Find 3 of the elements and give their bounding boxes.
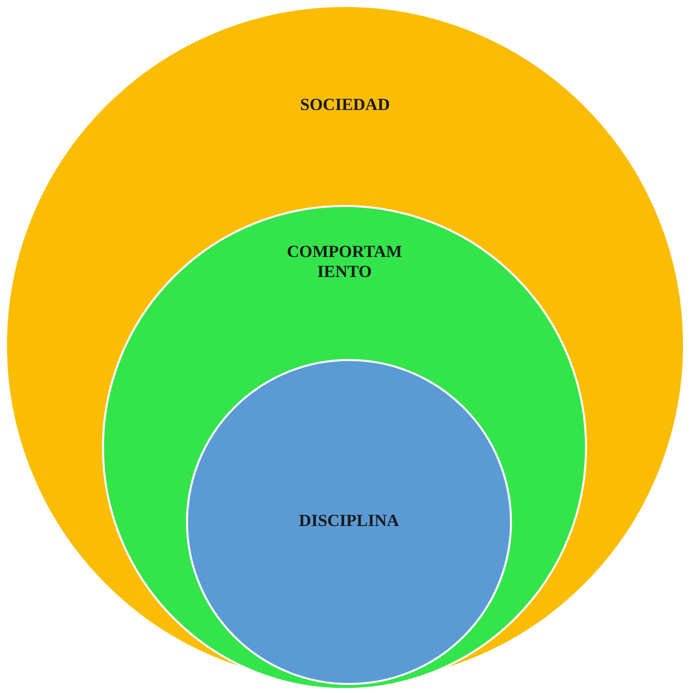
circle-label: SOCIEDAD: [299, 95, 391, 115]
circle-label: COMPORTAMIENTO: [286, 242, 404, 282]
circle-label: DISCIPLINA: [298, 511, 400, 531]
